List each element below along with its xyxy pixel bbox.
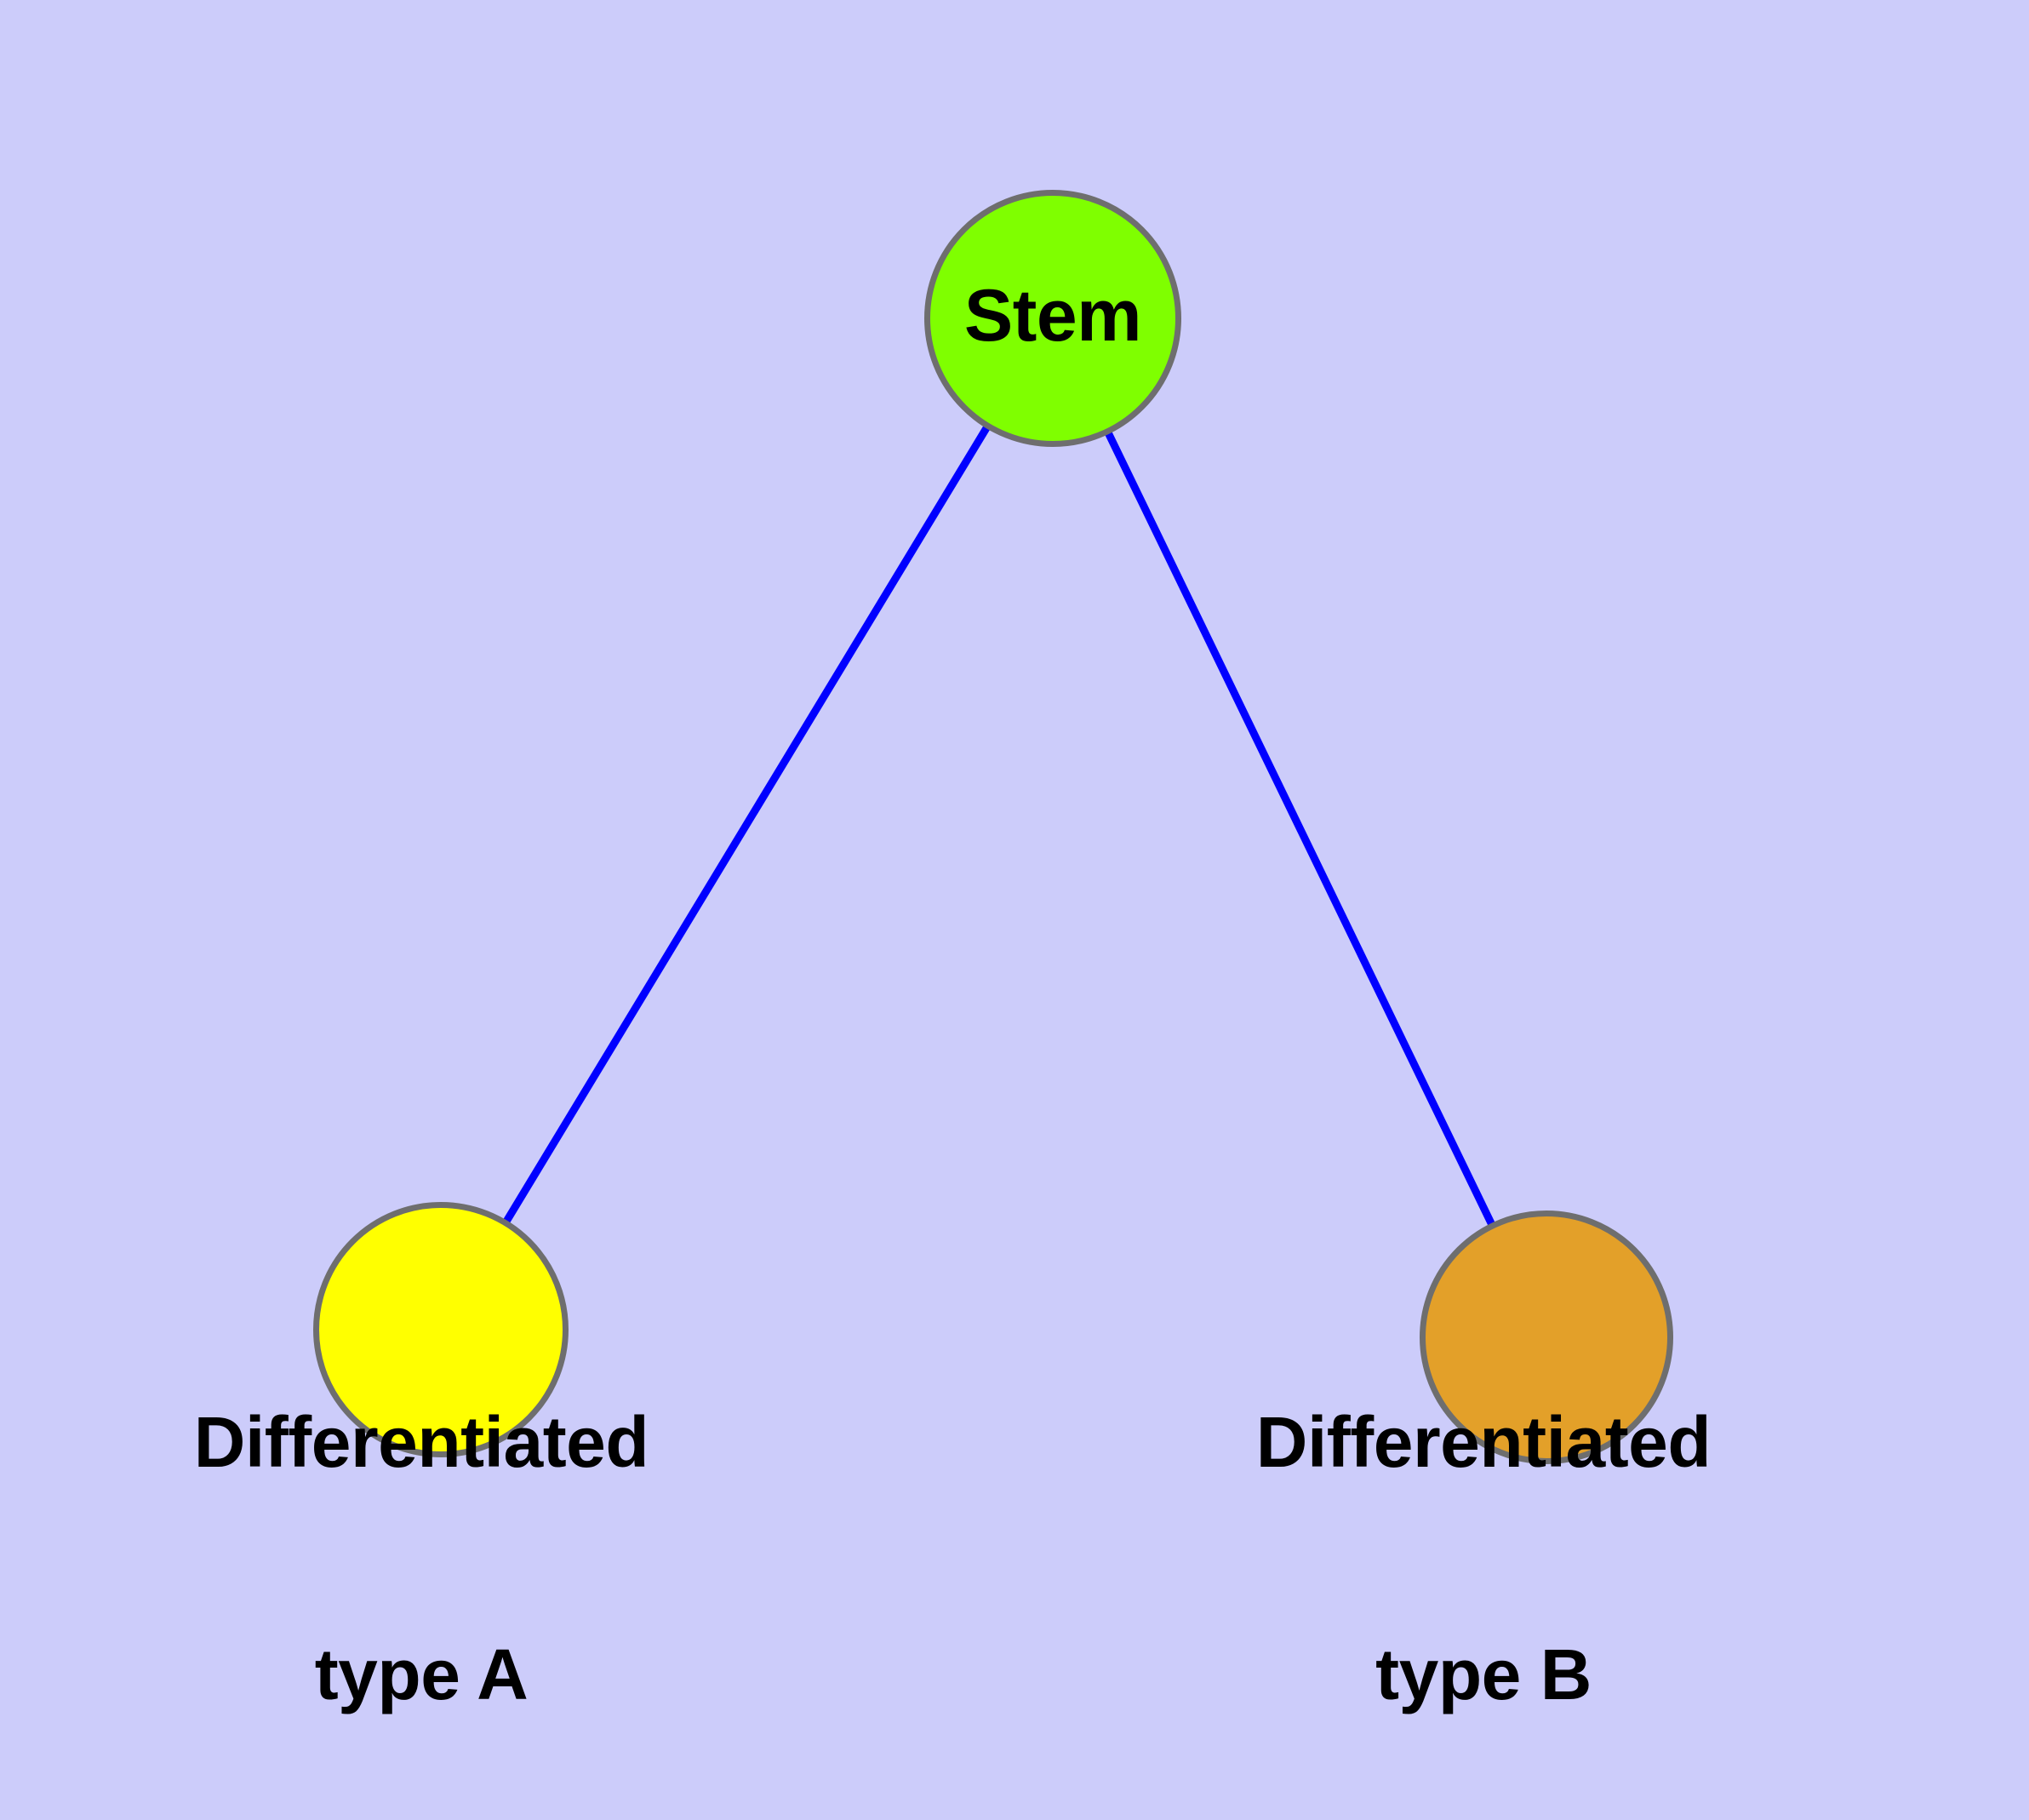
- edge-stem-to-differentiated-type-b[interactable]: [1098, 416, 1502, 1240]
- node-differentiated-type-a[interactable]: [313, 1202, 569, 1457]
- node-stem[interactable]: [924, 190, 1181, 447]
- node-differentiated-type-b[interactable]: [1420, 1210, 1673, 1464]
- edge-stem-to-differentiated-type-a[interactable]: [494, 411, 999, 1238]
